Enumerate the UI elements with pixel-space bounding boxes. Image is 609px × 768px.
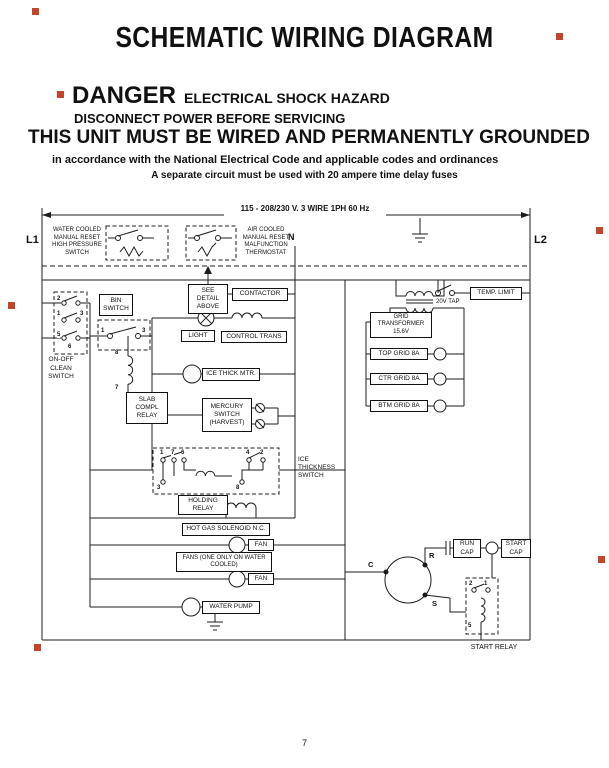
tap-20v-label: 20V TAP <box>436 299 460 305</box>
pin-label: 8 <box>115 350 119 356</box>
slab-relay-label: SLAB COMPL RELAY <box>126 392 168 424</box>
grid-transformer-label: GRID TRANSFORMER 15.6V <box>370 312 432 338</box>
pin-label: 5 <box>468 623 472 629</box>
registration-mark <box>57 91 64 98</box>
page-title: SCHEMATIC WIRING DIAGRAM <box>115 22 494 54</box>
malfunction-thermostat-label: AIR COOLED MANUAL RESET MALFUNCTION THER… <box>242 227 290 256</box>
registration-mark <box>8 302 15 309</box>
terminal-n-label: N <box>288 232 295 242</box>
ice-thick-mtr-label: ICE THICK MTR. <box>202 368 260 381</box>
holding-relay-cluster <box>90 447 345 495</box>
warning-disconnect: DISCONNECT POWER BEFORE SERVICING <box>74 111 346 126</box>
warning-code: in accordance with the National Electric… <box>52 154 499 166</box>
registration-mark <box>596 227 603 234</box>
registration-mark <box>32 8 39 15</box>
run-cap-label: RUN CAP <box>453 539 481 558</box>
pin-label: 7 <box>171 450 175 456</box>
light-label: LIGHT <box>181 330 215 342</box>
pin-label: 6 <box>181 450 185 456</box>
pin-label: 6 <box>68 344 72 350</box>
terminal-r-label: R <box>429 551 435 560</box>
terminal-l1-label: L1 <box>26 234 39 246</box>
pin-label: 1 <box>57 311 61 317</box>
pin-label: 2 <box>260 450 264 456</box>
danger-detail: ELECTRICAL SHOCK HAZARD <box>184 89 390 106</box>
warning-grounded: THIS UNIT MUST BE WIRED AND PERMANENTLY … <box>28 127 590 148</box>
start-relay-label: START RELAY <box>470 644 518 651</box>
danger-word: DANGER <box>72 82 177 109</box>
pin-label: 3 <box>142 328 146 334</box>
start-relay-cluster <box>424 577 499 640</box>
pin-label: 3 <box>157 485 161 491</box>
ground-symbol-top <box>412 218 428 243</box>
holding-relay-label: HOLDING RELAY <box>178 495 228 515</box>
compressor-motor <box>345 556 432 604</box>
pin-label: 5 <box>57 332 61 338</box>
fan-upper-label: FAN <box>248 539 274 551</box>
ctr-grid-label: CTR GRID 8A <box>370 373 428 385</box>
pin-label: 3 <box>80 311 84 317</box>
power-rails <box>41 222 531 641</box>
clean-switch-label: CLEAN SWITCH <box>48 365 74 381</box>
temp-limit-rung <box>435 280 530 296</box>
see-detail-label: SEE DETAIL ABOVE <box>188 284 228 314</box>
terminal-s-label: S <box>432 599 438 608</box>
water-pump-label: WATER PUMP <box>202 601 260 614</box>
hot-gas-solenoid-label: HOT GAS SOLENOID N.C. <box>182 523 270 536</box>
temp-limit-label: TEMP. LIMIT <box>470 287 522 300</box>
grid-transformer-symbol <box>389 280 464 313</box>
start-cap-label: START CAP <box>501 539 531 558</box>
pin-label: 1 <box>484 581 488 587</box>
btm-grid-label: BTM GRID 8A <box>370 400 428 412</box>
pin-label: 2 <box>469 581 473 587</box>
warning-fuses: A separate circuit must be used with 20 … <box>151 170 458 181</box>
terminal-l2-label: L2 <box>534 234 547 246</box>
registration-mark <box>34 644 41 651</box>
lamp-and-control-trans-rung <box>152 309 295 327</box>
clean-switch-contacts <box>42 291 90 355</box>
pin-label: 4 <box>246 450 250 456</box>
fan-lower-label: FAN <box>248 573 274 585</box>
power-spec-label: 115 - 208/230 V. 3 WIRE 1PH 60 Hz <box>240 204 370 213</box>
control-trans-label: CONTROL TRANS <box>221 331 287 343</box>
page-number: 7 <box>301 738 307 748</box>
danger-heading: DANGER ELECTRICAL SHOCK HAZARD <box>72 84 390 108</box>
see-detail-arrow <box>204 266 295 295</box>
terminal-c-label: C <box>368 560 374 569</box>
pin-label: 2 <box>57 296 61 302</box>
fans-note-label: FANS (ONE ONLY ON WATER COOLED) <box>176 552 272 572</box>
dimension-line <box>41 208 531 222</box>
pin-label: 1 <box>160 450 164 456</box>
pin-label: 1 <box>101 328 105 334</box>
bin-switch-label: BIN SWITCH <box>99 294 133 316</box>
pin-label: 7 <box>115 385 119 391</box>
high-pressure-switch-detail <box>105 225 169 261</box>
contactor-label: CONTACTOR <box>232 288 288 301</box>
mercury-switch-label: MERCURY SWITCH (HARVEST) <box>202 398 252 432</box>
bin-switch-contacts <box>90 319 152 351</box>
ice-thickness-switch-label: ICE THICKNESS SWITCH <box>298 456 336 480</box>
pin-label: 8 <box>236 485 240 491</box>
registration-mark <box>556 33 563 40</box>
on-off-label: ON-OFF <box>48 356 74 363</box>
high-pressure-switch-label: WATER COOLED MANUAL RESET HIGH PRESSURE … <box>52 227 102 256</box>
malfunction-thermostat-detail <box>185 225 237 261</box>
grid-heater-circuits <box>365 308 465 413</box>
registration-mark <box>598 556 605 563</box>
mercury-switch-rung <box>152 403 295 429</box>
top-grid-label: TOP GRID 8A <box>370 348 428 360</box>
